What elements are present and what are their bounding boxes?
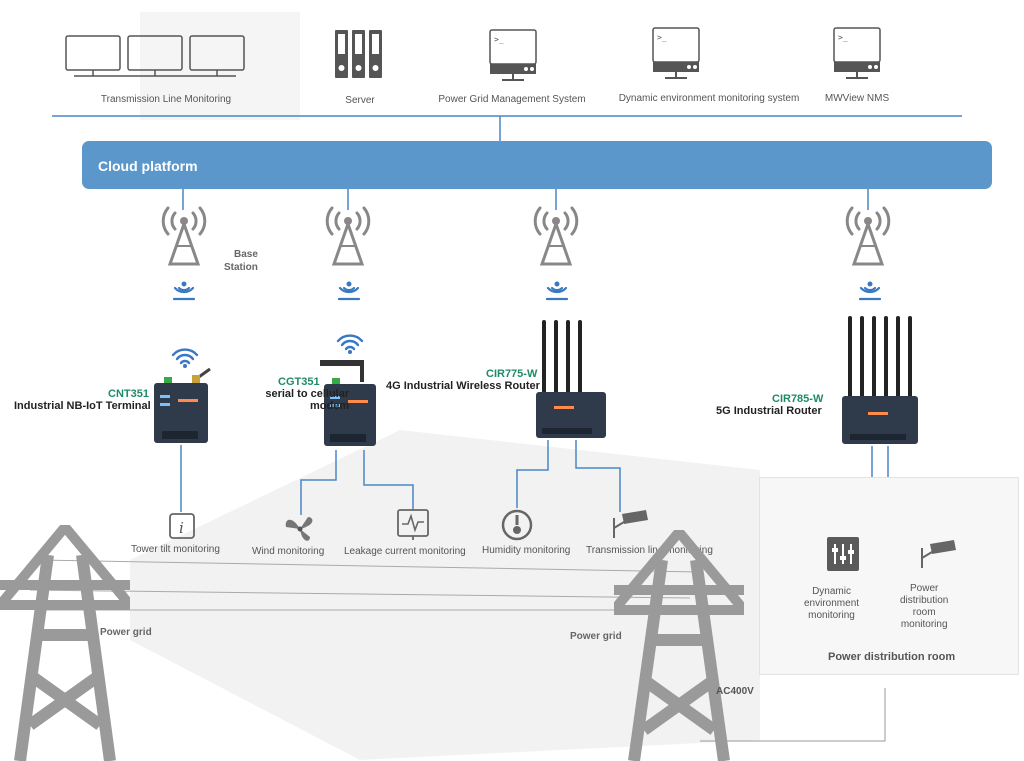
gauge-icon: [501, 509, 533, 541]
base-station-tower-icon: [325, 206, 371, 266]
base-station-tower-icon: [533, 206, 579, 266]
cloud-platform-bar: Cloud platform: [82, 141, 992, 189]
base-station-tower-icon: [845, 206, 891, 266]
signal-icon: [545, 281, 569, 301]
svg-text:>_: >_: [838, 33, 848, 42]
svg-text:>_: >_: [657, 33, 667, 42]
pd-room-title: Power distribution room: [828, 651, 956, 663]
power-tower-icon: [614, 530, 744, 761]
sensor-label: Tower tilt monitoring: [131, 544, 220, 555]
sensor-label: Humidity monitoring: [482, 545, 571, 556]
server-icon: [335, 30, 382, 78]
base-station-label: Base Station: [224, 249, 258, 273]
dynamic-environment-label: Dynamic environment monitoring: [804, 586, 860, 621]
cgt-to-wind-line: [300, 450, 337, 515]
top-system-label: Power Grid Management System: [438, 94, 586, 105]
background-shape: [140, 12, 300, 120]
device-model: CIR785-W: [772, 393, 824, 405]
device-model: CIR775-W: [486, 368, 538, 380]
power-distribution-room: [759, 477, 1019, 675]
signal-icon: [337, 281, 361, 301]
top-system-label: Transmission Line Monitoring: [100, 94, 232, 105]
device-description: Industrial NB-IoT Terminal: [14, 400, 151, 412]
svg-text:>_: >_: [494, 35, 504, 44]
sensor-label: Leakage current monitoring: [344, 546, 466, 557]
wifi-icon: [171, 348, 199, 368]
monitor-wall-icon: [65, 35, 245, 77]
signal-icon: [858, 281, 882, 301]
control-panel-icon: [827, 537, 859, 571]
waveform-meter-icon: [397, 509, 429, 540]
top-system-label: MWView NMS: [824, 93, 890, 104]
camera-icon: [613, 510, 648, 538]
cgt-to-leak-line: [363, 450, 414, 510]
terminal-computer-icon: >_: [652, 27, 700, 79]
cir775-to-humidity-line: [516, 440, 549, 508]
cir785-w-device: [842, 316, 918, 444]
pd-room-monitoring-label: Power distribution room monitoring: [900, 583, 949, 630]
power-grid-label: Power grid: [100, 627, 152, 638]
cir775-to-camera-line: [575, 440, 621, 512]
camera-icon: [921, 540, 956, 568]
base-station-tower-icon: [161, 206, 207, 266]
ac-feed-line: [700, 688, 886, 742]
cnt351-device: [154, 367, 211, 443]
ac-voltage-label: AC400V: [716, 686, 754, 697]
sensor-label: Wind monitoring: [252, 546, 325, 557]
wifi-icon: [336, 334, 364, 354]
sensor-label: Transmission line monitoring: [586, 545, 713, 556]
top-system-label: Server: [345, 95, 375, 106]
cloud-platform-label: Cloud platform: [98, 158, 198, 174]
signal-icon: [172, 281, 196, 301]
cgt351-device: [320, 360, 376, 446]
power-tower-icon: [0, 525, 130, 761]
device-description: 4G Industrial Wireless Router: [386, 380, 540, 392]
device-description: 5G Industrial Router: [716, 405, 822, 417]
info-tilt-icon: i: [169, 513, 195, 539]
terminal-computer-icon: >_: [489, 29, 537, 81]
fan-icon: [285, 517, 313, 541]
terminal-computer-icon: >_: [833, 27, 881, 79]
device-model: CNT351: [108, 388, 149, 400]
cir775-w-device: [536, 320, 606, 438]
top-system-label: Dynamic environment monitoring system: [618, 93, 800, 104]
svg-text:i: i: [179, 519, 184, 537]
device-model: CGT351: [278, 376, 320, 388]
device-description: serial to cellular modem: [265, 388, 350, 412]
power-grid-label: Power grid: [570, 631, 622, 642]
